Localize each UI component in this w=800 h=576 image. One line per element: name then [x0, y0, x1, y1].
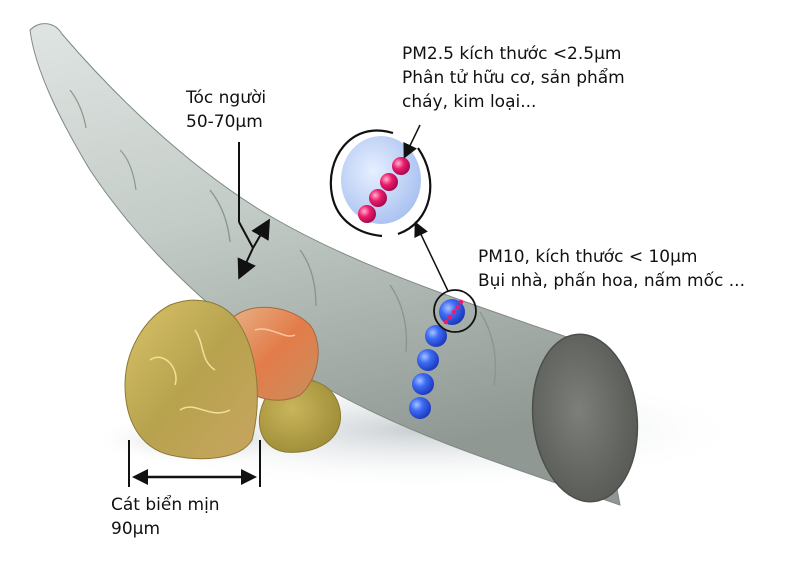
- hair-cross-section: [531, 333, 639, 503]
- magnify-connector-arrow: [414, 221, 449, 292]
- pm10-label: PM10, kích thước < 10µm Bụi nhà, phấn ho…: [478, 245, 745, 293]
- sand-width-annotation: [128, 440, 261, 487]
- hair-width-annotation: [237, 142, 270, 280]
- hair-name: Tóc người: [186, 88, 267, 108]
- pm25-label: PM2.5 kích thước <2.5µm Phân tử hữu cơ, …: [402, 42, 625, 114]
- hair-strand: [29, 23, 639, 506]
- pm25-particles-small: [443, 299, 464, 325]
- pm25-magnified: [329, 124, 432, 238]
- pm25-desc-line1: Phân tử hữu cơ, sản phẩm: [402, 68, 625, 88]
- sand-size: 90µm: [111, 519, 161, 539]
- sand-name: Cát biển mịn: [111, 495, 220, 515]
- sand-grain-large: [124, 299, 258, 460]
- pm10-magnify-ring: [433, 289, 477, 333]
- sand-label: Cát biển mịn 90µm: [111, 493, 220, 541]
- pm10-particles: [409, 289, 477, 419]
- hair-label: Tóc người 50-70µm: [186, 86, 266, 134]
- pm25-title: PM2.5 kích thước <2.5µm: [402, 44, 622, 64]
- pm10-desc: Bụi nhà, phấn hoa, nấm mốc ...: [478, 271, 745, 291]
- sand-grains: [90, 299, 341, 465]
- pm25-desc-line2: cháy, kim loại...: [402, 92, 537, 112]
- pm10-title: PM10, kích thước < 10µm: [478, 247, 698, 267]
- hair-size: 50-70µm: [186, 112, 263, 132]
